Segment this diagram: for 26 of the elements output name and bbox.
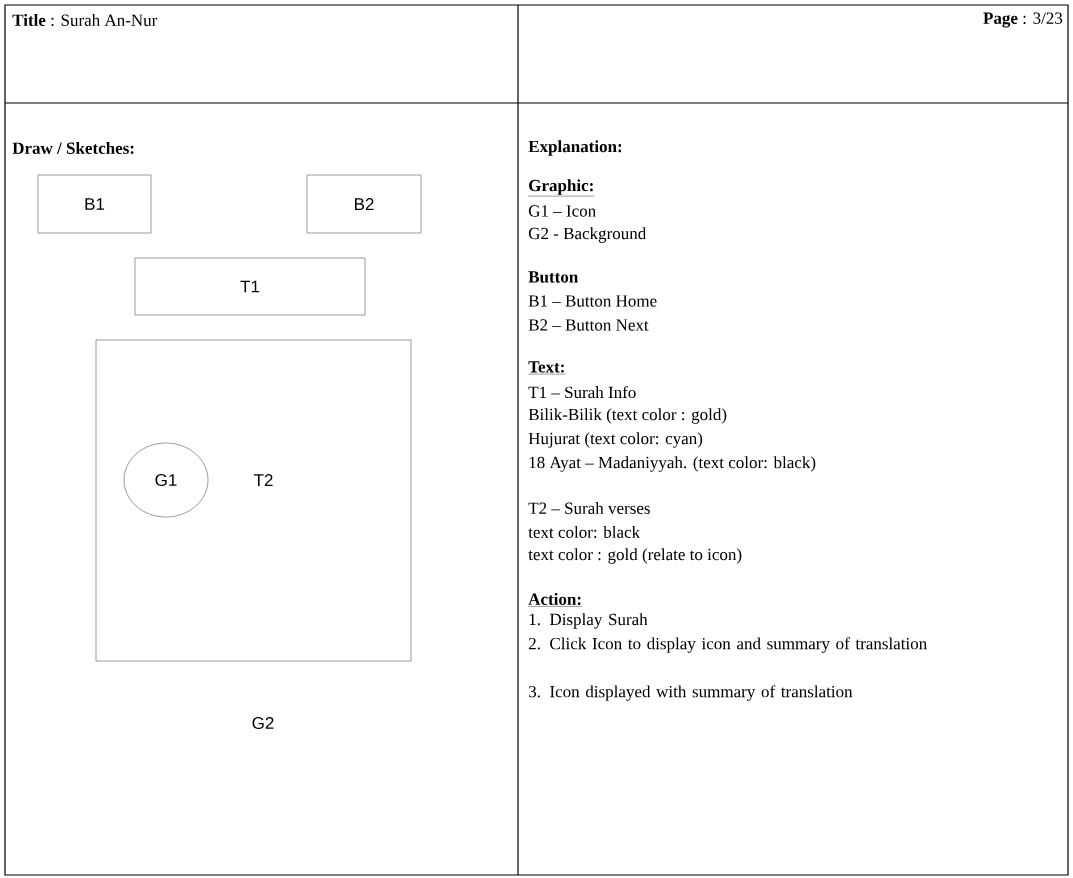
explanation-text: G2 - Background [528, 227, 647, 243]
section-heading: Draw / Sketches: [12, 142, 134, 154]
section-heading: Explanation: [528, 140, 622, 156]
list-item: 3. Icon displayed with summary of translation [529, 685, 853, 701]
button-box: B1 [37, 174, 152, 234]
section-heading: Graphic: [528, 179, 595, 197]
explanation-text: G1 – Icon [528, 205, 596, 217]
explanation-text: Bilik-Bilik (text color : gold) [528, 408, 727, 424]
title-text: Title : Surah An-Nur [12, 14, 158, 26]
explanation-text: 18 Ayat – Madaniyyah. (text color: black) [529, 456, 816, 472]
button-box: B2 [306, 174, 422, 234]
explanation-text: T1 – Surah Info [528, 385, 636, 399]
list-item: 2. Click Icon to display icon and summary of translation [528, 637, 927, 653]
explanation-text: T2 – Surah verses [528, 502, 650, 514]
section-heading: Button [528, 271, 578, 283]
list-item: 1. Display Surah [529, 613, 648, 629]
background-label: G2 [252, 717, 274, 730]
section-heading: Action: [528, 593, 583, 607]
explanation-text: B1 – Button Home [528, 295, 657, 307]
explanation-text: text color: black [528, 526, 641, 538]
section-heading: Text: [528, 361, 566, 375]
page-number: Page : 3/23 [983, 12, 1063, 28]
explanation-text: text color : gold (relate to icon) [528, 548, 742, 564]
text-box: T1 [134, 257, 366, 316]
explanation-text: B2 – Button Next [528, 319, 649, 331]
explanation-text: Hujurat (text color: cyan) [528, 432, 703, 448]
